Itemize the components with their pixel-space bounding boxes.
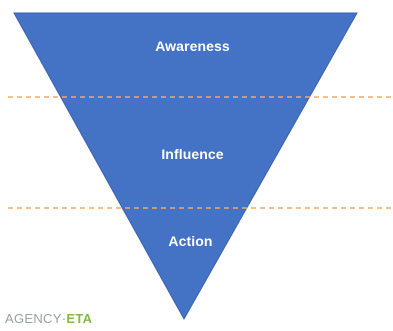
- stage-label-influence: Influence: [161, 146, 224, 162]
- funnel-triangle: [13, 12, 358, 321]
- logo-eta-text: ETA: [66, 311, 93, 326]
- stage-label-awareness: Awareness: [155, 38, 230, 54]
- logo-separator: ·: [61, 311, 67, 326]
- logo-agency-text: AGENCY: [5, 311, 62, 326]
- stage-label-action: Action: [168, 233, 213, 249]
- agency-eta-logo: AGENCY·ETA: [5, 311, 92, 326]
